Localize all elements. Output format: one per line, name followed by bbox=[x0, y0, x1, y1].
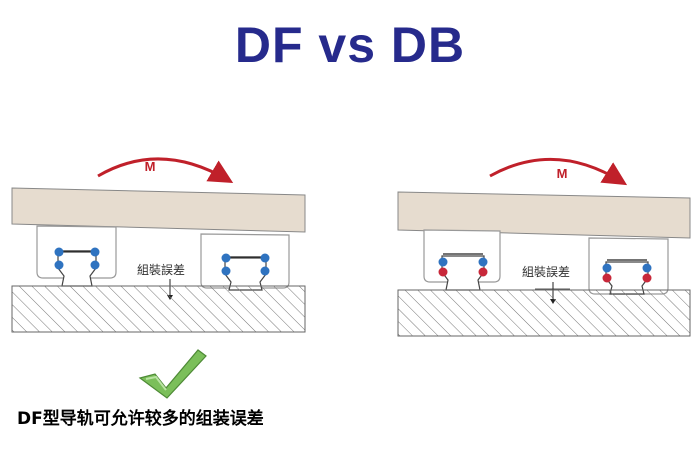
db-top-block bbox=[397, 191, 691, 239]
db-ball bbox=[642, 273, 652, 283]
db-ball bbox=[478, 267, 488, 277]
caption: DF型导轨可允许较多的组装误差 bbox=[17, 409, 264, 429]
db-moment-arrow bbox=[489, 157, 628, 186]
db-ball bbox=[642, 263, 652, 273]
df-ball bbox=[90, 247, 100, 257]
db-base bbox=[397, 289, 691, 337]
df-panel: M 組裝誤差 bbox=[11, 157, 306, 333]
db-moment-label: M bbox=[557, 166, 568, 181]
df-ball bbox=[260, 266, 270, 276]
df-left-rail bbox=[57, 251, 97, 287]
page-title: DF vs DB bbox=[234, 17, 466, 73]
db-ball bbox=[478, 257, 488, 267]
db-left-rail bbox=[441, 255, 485, 291]
df-base bbox=[11, 285, 306, 333]
df-right-rail bbox=[224, 257, 267, 291]
db-tolerance-label: 組裝誤差 bbox=[522, 264, 570, 279]
df-top-block bbox=[11, 187, 306, 233]
df-ball bbox=[260, 253, 270, 263]
df-ball bbox=[54, 260, 64, 270]
df-ball bbox=[221, 266, 231, 276]
df-ball bbox=[90, 260, 100, 270]
df-tolerance-label: 組裝誤差 bbox=[137, 262, 185, 277]
db-panel: M 組裝誤差 bbox=[397, 157, 691, 337]
db-ball bbox=[602, 263, 612, 273]
check-mark-icon bbox=[138, 349, 207, 399]
db-ball bbox=[438, 257, 448, 267]
db-ball bbox=[438, 267, 448, 277]
df-moment-arrow bbox=[97, 157, 234, 184]
db-right-rail bbox=[605, 261, 649, 295]
df-ball bbox=[221, 253, 231, 263]
df-moment-label: M bbox=[145, 159, 156, 174]
df-ball bbox=[54, 247, 64, 257]
db-ball bbox=[602, 273, 612, 283]
